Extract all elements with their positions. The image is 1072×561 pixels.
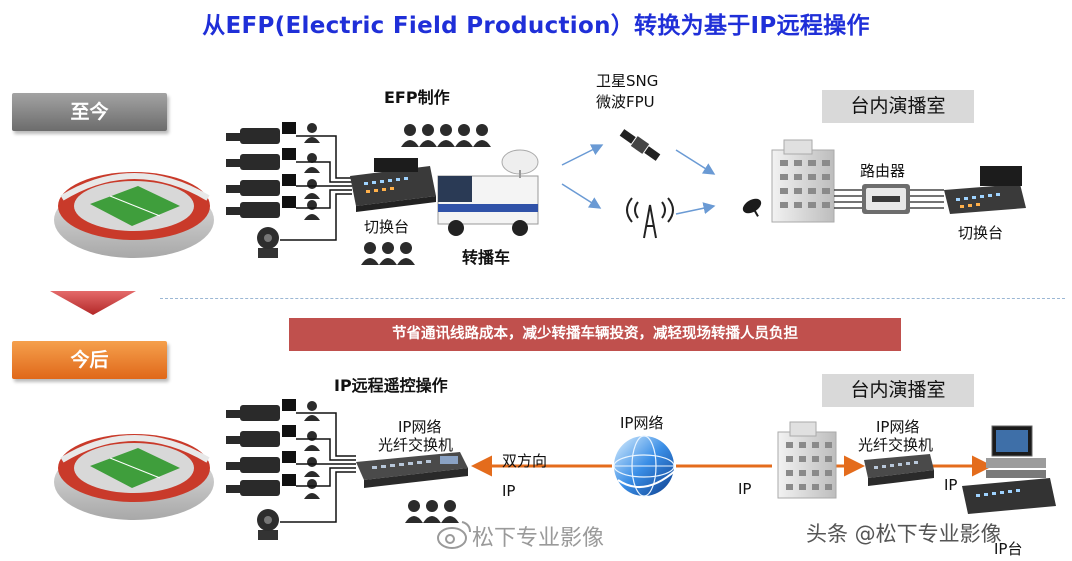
stadium-icon	[54, 434, 214, 520]
studio-room-label: 台内演播室	[822, 90, 974, 123]
ip-network-globe-icon	[613, 435, 677, 497]
ob-van-label: 转播车	[462, 248, 511, 267]
fiber-switch-icon	[356, 452, 468, 488]
uplink-arrow	[561, 183, 602, 209]
ip-left-label: IP	[502, 482, 516, 500]
ptz-camera-icon	[257, 509, 279, 540]
stadium-icon	[54, 172, 214, 258]
future-tag: 今后	[12, 341, 167, 379]
production-equipment-icon	[962, 425, 1056, 514]
ip-right-label: IP	[738, 480, 752, 498]
section-separator	[160, 298, 1065, 299]
router-label: 路由器	[860, 162, 906, 180]
studio-fiber-switch-icon	[864, 454, 934, 486]
bidirectional-label: 双方向	[502, 452, 548, 470]
ip-network-label: IP网络	[620, 414, 664, 432]
operator-person-icon	[304, 401, 320, 499]
watermark-right: 头条 @松下专业影像	[806, 522, 1002, 546]
router-icon	[862, 184, 910, 214]
studio-room-label-bottom: 台内演播室	[822, 374, 974, 407]
crew-person-icon	[405, 500, 459, 523]
camera-icon	[226, 399, 296, 496]
switcher-console-icon	[350, 158, 436, 212]
antenna-tower-icon	[626, 197, 674, 239]
camera-cable	[280, 412, 356, 523]
studio-building-icon	[771, 139, 835, 223]
studio-switcher-label: 切换台	[958, 224, 1004, 242]
device-label: IP台	[994, 540, 1023, 558]
dish-antenna-icon	[742, 198, 762, 217]
studio-switcher-icon	[944, 166, 1026, 214]
operator-person-icon	[304, 123, 320, 220]
link-label-sng: 卫星SNG	[596, 72, 659, 90]
switcher-label: 切换台	[364, 218, 410, 236]
ob-van-icon	[437, 149, 539, 236]
link-label-fpu: 微波FPU	[596, 93, 655, 111]
ip-studio-label: IP	[944, 476, 958, 494]
camera-cable	[280, 135, 352, 241]
uplink-arrow	[561, 144, 604, 166]
weibo-logo-icon	[437, 521, 471, 549]
transition-arrow-icon	[50, 291, 136, 315]
watermark-left: 松下专业影像	[472, 526, 605, 551]
ptz-camera-icon	[257, 227, 279, 258]
camera-icon	[226, 122, 296, 218]
studio-building-icon	[777, 421, 837, 499]
current-tag: 至今	[12, 93, 167, 131]
efp-label: EFP制作	[384, 88, 450, 107]
field-switch-label-line2: 光纤交换机	[378, 436, 454, 454]
crew-person-icon	[361, 124, 491, 265]
satellite-icon	[619, 129, 661, 161]
downlink-arrow	[675, 149, 716, 175]
benefit-banner: 节省通讯线路成本，减少转播车辆投资，减轻现场转播人员负担	[289, 318, 901, 351]
field-switch-label-line1: IP网络	[398, 418, 442, 436]
studio-switch-label-line1: IP网络	[876, 418, 920, 436]
page-title: 从EFP(Electric Field Production）转换为基于IP远程…	[202, 13, 870, 39]
downlink-arrow	[675, 202, 716, 215]
studio-switch-label-line2: 光纤交换机	[858, 436, 934, 454]
remote-operation-label: IP远程遥控操作	[334, 376, 448, 395]
